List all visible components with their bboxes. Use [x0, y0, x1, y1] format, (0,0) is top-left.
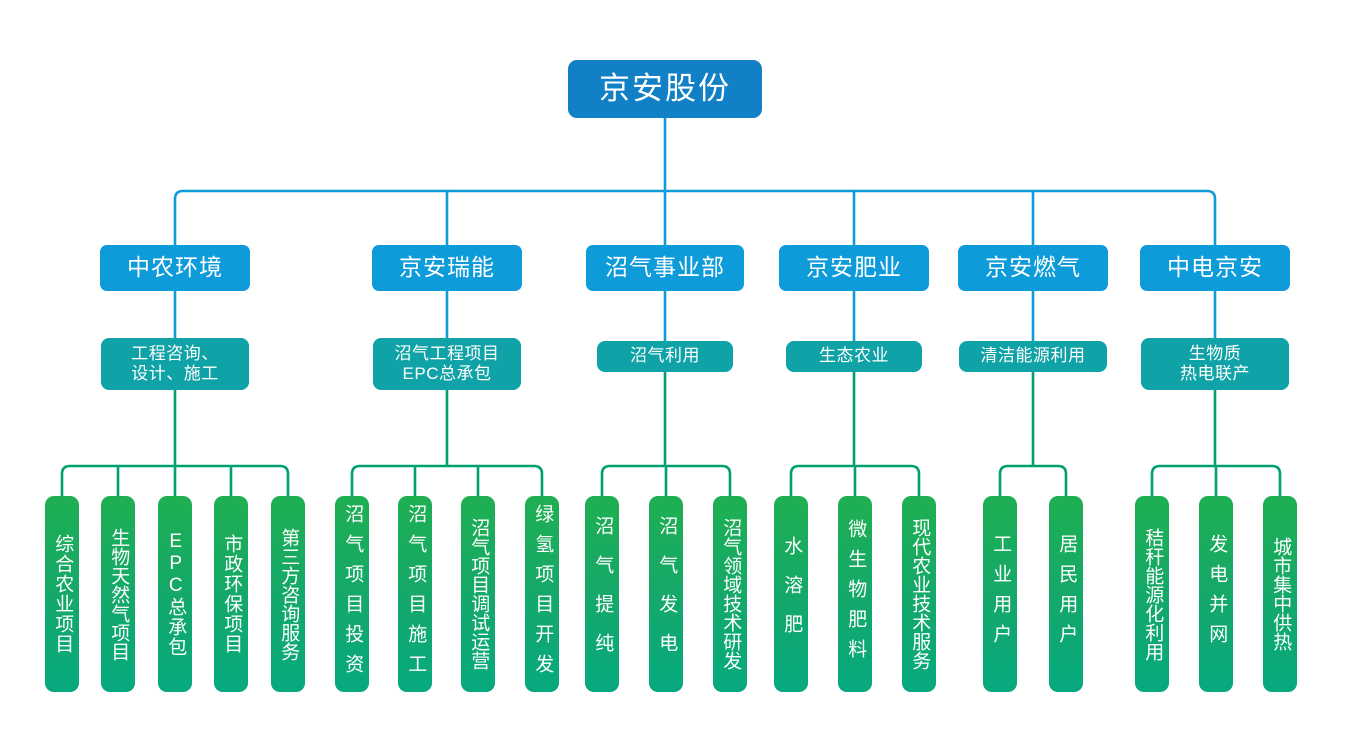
leaf-node-bio-natural-gas[interactable]: 生物天然气项目 — [101, 496, 135, 692]
division-node-zhongnong[interactable]: 中农环境 — [100, 245, 250, 291]
leaf-node-biogas-rnd[interactable]: 沼气领域技术研发 — [713, 496, 747, 692]
leaf-node-third-party-consulting[interactable]: 第三方咨询服务 — [271, 496, 305, 692]
division-node-zhongdianjingan[interactable]: 中电京安 — [1140, 245, 1290, 291]
leaf-node-biogas-project-construction[interactable]: 沼气项目施工 — [398, 496, 432, 692]
leaf-node-epc-general-contracting[interactable]: EPC总承包 — [158, 496, 192, 692]
leaf-node-modern-agri-tech-service[interactable]: 现代农业技术服务 — [902, 496, 936, 692]
leaf-node-comprehensive-agriculture[interactable]: 综合农业项目 — [45, 496, 79, 692]
business-line-node-eco-agriculture[interactable]: 生态农业 — [786, 341, 922, 372]
root-node-jingan-shares[interactable]: 京安股份 — [568, 60, 762, 118]
leaf-node-industrial-users[interactable]: 工业用户 — [983, 496, 1017, 692]
business-line-node-biogas-epc[interactable]: 沼气工程项目 EPC总承包 — [373, 338, 521, 390]
business-line-node-biogas-utilization[interactable]: 沼气利用 — [597, 341, 733, 372]
leaf-node-biogas-project-investment[interactable]: 沼气项目投资 — [335, 496, 369, 692]
leaf-node-biogas-commissioning-operation[interactable]: 沼气项目调试运营 — [461, 496, 495, 692]
business-line-node-biomass-chp[interactable]: 生物质 热电联产 — [1141, 338, 1289, 390]
division-node-jinganranqi[interactable]: 京安燃气 — [958, 245, 1108, 291]
leaf-node-power-grid-connection[interactable]: 发电并网 — [1199, 496, 1233, 692]
leaf-node-water-soluble-fertilizer[interactable]: 水溶肥 — [774, 496, 808, 692]
business-line-node-engineering-consulting[interactable]: 工程咨询、 设计、施工 — [101, 338, 249, 390]
leaf-node-straw-energy-utilization[interactable]: 秸秆能源化利用 — [1135, 496, 1169, 692]
leaf-node-microbial-fertilizer[interactable]: 微生物肥料 — [838, 496, 872, 692]
division-node-jinganruineng[interactable]: 京安瑞能 — [372, 245, 522, 291]
leaf-node-green-hydrogen-development[interactable]: 绿氢项目开发 — [525, 496, 559, 692]
leaf-node-biogas-power-generation[interactable]: 沼气发电 — [649, 496, 683, 692]
division-node-zhaoqi[interactable]: 沼气事业部 — [586, 245, 744, 291]
leaf-node-biogas-purification[interactable]: 沼气提纯 — [585, 496, 619, 692]
division-node-jinganfeiye[interactable]: 京安肥业 — [779, 245, 929, 291]
leaf-node-urban-central-heating[interactable]: 城市集中供热 — [1263, 496, 1297, 692]
leaf-node-municipal-environmental[interactable]: 市政环保项目 — [214, 496, 248, 692]
leaf-node-residential-users[interactable]: 居民用户 — [1049, 496, 1083, 692]
business-line-node-clean-energy[interactable]: 清洁能源利用 — [959, 341, 1107, 372]
